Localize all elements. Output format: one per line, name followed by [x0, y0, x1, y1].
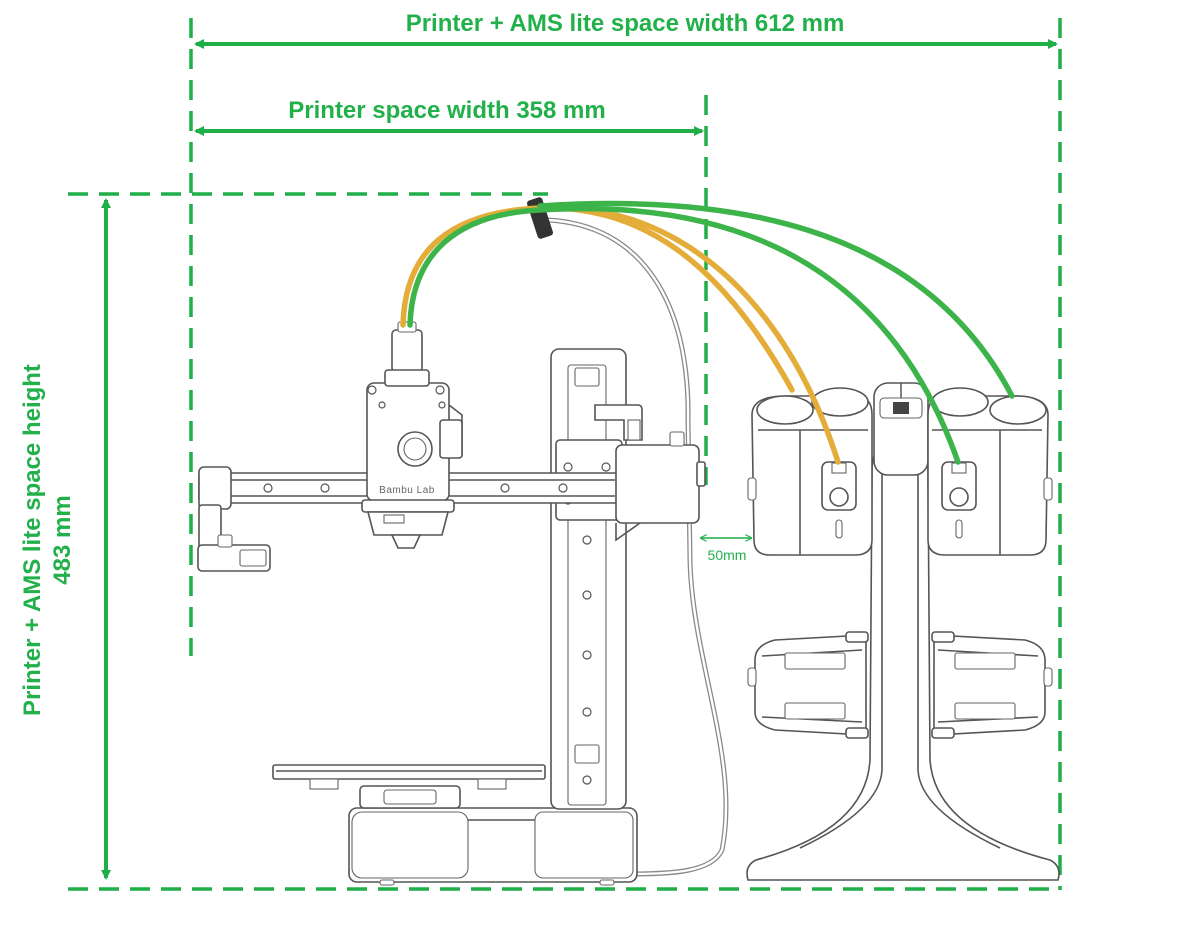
x-motor	[615, 444, 700, 524]
filament-tubes	[400, 200, 1015, 465]
height-label-line1: Printer + AMS lite space height	[19, 364, 46, 716]
x-gantry-holes	[263, 483, 568, 493]
extruder-neck	[391, 329, 423, 373]
filament-tube-green-2	[537, 200, 1015, 399]
printer-illustration: Bambu Lab	[197, 197, 729, 886]
total-width-label: Printer + AMS lite space width 612 mm	[406, 10, 845, 37]
ams-arm-left-lower	[747, 631, 869, 739]
gap-label: 50mm	[708, 547, 747, 563]
dimension-lines	[68, 18, 1062, 891]
toolhead-brand: Bambu Lab	[379, 485, 435, 496]
ams-spool-left-upper	[751, 387, 873, 556]
filament-tube-green-1	[407, 205, 961, 465]
height-label: Printer + AMS lite space height 483 mm	[19, 364, 76, 716]
print-bed	[272, 764, 546, 780]
printer-width-label: Printer space width 358 mm	[288, 97, 605, 124]
ams-lite-illustration	[746, 382, 1060, 881]
height-label-line2: 483 mm	[49, 495, 76, 584]
ams-arm-right-lower	[931, 631, 1053, 739]
ams-spool-right-upper	[927, 387, 1049, 556]
z-column-holes	[582, 535, 592, 785]
